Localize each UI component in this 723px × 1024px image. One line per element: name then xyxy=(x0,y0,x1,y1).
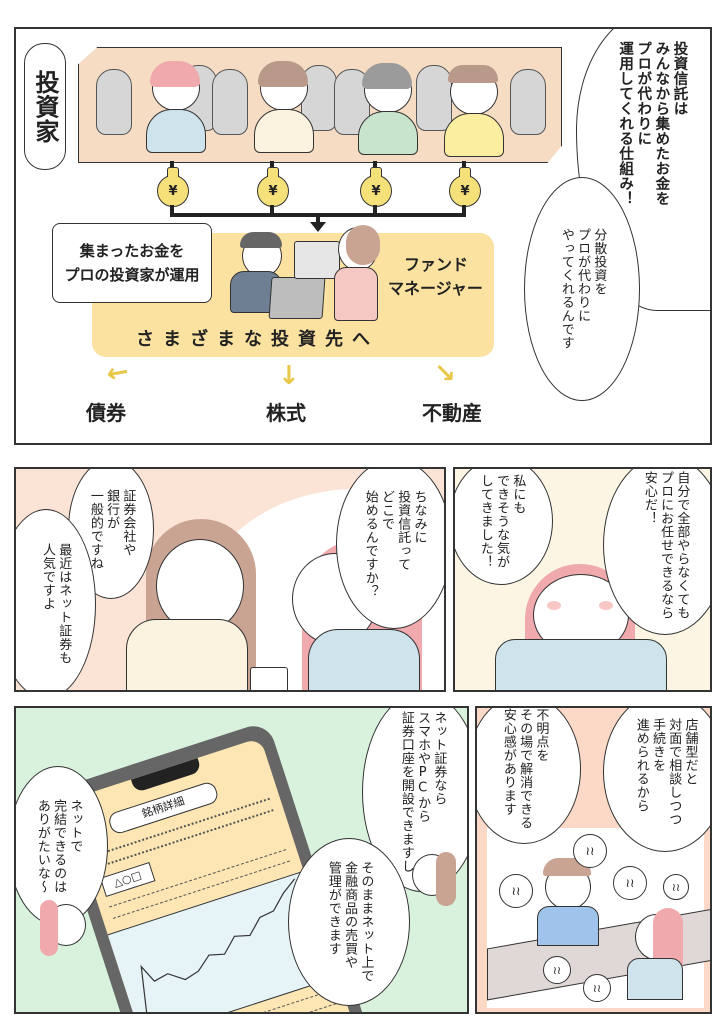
flow-line xyxy=(270,205,274,215)
panel-in-store: ≀≀ ≀≀ ≀≀ ≀≀ ≀≀ ≀≀ 店舗型だと 対面で相談しつつ 手続きを 進め… xyxy=(475,706,712,1014)
flow-line-down xyxy=(316,213,320,227)
laptop-screen-icon xyxy=(294,241,340,279)
speech-bubble-sub: 分散投資を プロが代わりに やってくれるんです xyxy=(524,177,640,401)
arrow-to-stocks-icon: ↓ xyxy=(278,361,300,391)
chatter-bubble: ≀≀ xyxy=(499,874,533,908)
investor-label: 投資家 xyxy=(24,43,66,170)
fund-manager-woman-body xyxy=(334,267,378,321)
speech-text-main: 投資信託は みんなから集めたお金を プロが代わりに 運用してくれる仕組み！ xyxy=(617,41,688,206)
collected-money-note-line2: プロの投資家が運用 xyxy=(64,266,200,284)
speech-bubble-confident: 私にも できそうな気が してきました！ xyxy=(455,469,553,585)
investor-elderly xyxy=(356,63,418,155)
speech-text-relieved: 自分で全部やらなくても プロにお任せできるなら 安心だ！ xyxy=(641,470,690,620)
flow-line xyxy=(170,205,174,215)
stock-price-line xyxy=(140,878,296,1012)
panel-where-to-start: ちなみに 投資信託って どこで 始めるんですか？ 証券会社や 銀行が 一般的です… xyxy=(14,467,446,692)
fund-manager-label-line2: マネージャー xyxy=(388,279,483,298)
chatter-bubble: ≀≀ xyxy=(613,866,647,900)
flow-line xyxy=(373,205,377,215)
fund-manager-man-hair xyxy=(240,232,282,248)
speech-text-online-2: そのままネット上で 金融商品の売買や 管理ができます xyxy=(325,861,374,983)
laptop-icon xyxy=(268,277,326,319)
advisor-body xyxy=(126,619,248,690)
speech-text-store-2: 不明点を その場で解消できる 安心感があります xyxy=(500,708,549,830)
client-body xyxy=(627,958,683,1000)
panel-online-broker: 銘柄詳細 △○□ ネット証券なら スマホやPCから 証券口座を開設できますし そ… xyxy=(14,706,469,1014)
target-stocks: 株式 xyxy=(266,397,306,443)
speech-bubble-store-2: 不明点を その場で解消できる 安心感があります xyxy=(477,708,581,844)
yen-bag-icon: ¥ xyxy=(449,167,481,207)
smartphone-screen: 銘柄詳細 △○□ xyxy=(64,737,357,1012)
speech-text-answer-1: 証券会社や 銀行が 一般的ですね xyxy=(87,488,136,570)
speech-bubble-relieved: 自分で全部やらなくても プロにお任せできるなら 安心だ！ xyxy=(603,469,710,635)
client-body-praying xyxy=(495,639,667,690)
chatter-bubble: ≀≀ xyxy=(573,834,607,868)
speech-text-online-1: ネット証券なら スマホやPCから 証券口座を開設できますし xyxy=(398,711,447,873)
smartphone: 銘柄詳細 △○□ xyxy=(48,720,370,1012)
blush xyxy=(547,601,561,610)
panel-relieved: 自分で全部やらなくても プロにお任せできるなら 安心だ！ 私にも できそうな気が… xyxy=(453,467,712,692)
various-targets-label: さまざまな投資先へ xyxy=(136,329,379,350)
chatter-bubble: ≀≀ xyxy=(663,874,689,900)
blush xyxy=(599,601,613,610)
target-bonds: 債券 xyxy=(86,397,126,443)
collected-money-note: 集まったお金を プロの投資家が運用 xyxy=(52,223,212,303)
phone-header-pill: 銘柄詳細 xyxy=(106,780,220,836)
advisor-face xyxy=(156,539,244,633)
arrow-to-real-estate-icon: ↘ xyxy=(434,359,456,389)
speech-text-answer-2: 最近はネット証券も 人気ですよ xyxy=(40,543,72,665)
fund-manager-label-line1: ファンド xyxy=(404,255,469,274)
client-body xyxy=(308,629,420,690)
flow-line xyxy=(462,205,466,215)
speech-bubble-grateful: ネットで 完結できるのは ありがたいな〜 xyxy=(16,766,108,926)
speech-text-confident: 私にも できそうな気が してきました！ xyxy=(477,473,526,569)
phone-icons-box: △○□ xyxy=(99,861,156,898)
coffee-cup-icon xyxy=(250,667,288,690)
fund-manager-label: ファンド マネージャー xyxy=(388,253,483,301)
speech-text-store-1: 店舗型だと 対面で相談しつつ 手続きを 進められるから xyxy=(633,718,698,826)
panel-investment-trust-overview: 投資家 ¥ ¥ ¥ ¥ 集まったお xyxy=(14,27,712,445)
investor-pink-hair xyxy=(144,61,206,153)
investor-silhouette xyxy=(416,65,452,131)
arrow-to-bonds-icon: ↙ xyxy=(99,355,135,393)
investor-man xyxy=(442,65,504,157)
speech-text-sub: 分散投資を プロが代わりに やってくれるんです xyxy=(558,228,607,350)
speech-bubble-online-2: そのままネット上で 金融商品の売買や 管理ができます xyxy=(288,838,410,1006)
yen-bag-icon: ¥ xyxy=(157,167,189,207)
fund-manager-woman-hair xyxy=(346,225,380,265)
advisor-mini-hair xyxy=(436,852,456,906)
target-real-estate: 不動産 xyxy=(422,397,482,443)
chatter-bubble: ≀≀ xyxy=(583,974,611,1002)
yen-bag-icon: ¥ xyxy=(360,167,392,207)
staff-uniform xyxy=(537,906,599,946)
speech-text-question: ちなみに 投資信託って どこで 始めるんですか？ xyxy=(362,490,427,598)
arrow-down-icon xyxy=(310,222,326,232)
speech-text-grateful: ネットで 完結できるのは ありがたいな〜 xyxy=(34,798,83,894)
investor-brown-hair xyxy=(252,61,314,153)
stock-chart xyxy=(107,870,339,1012)
investor-silhouette xyxy=(96,69,132,135)
investor-silhouette xyxy=(212,69,248,135)
collected-money-note-line1: 集まったお金を xyxy=(79,242,185,260)
investor-silhouette xyxy=(510,69,546,135)
speech-bubble-store-1: 店舗型だと 対面で相談しつつ 手続きを 進められるから xyxy=(603,708,710,852)
speech-bubble-question: ちなみに 投資信託って どこで 始めるんですか？ xyxy=(336,469,444,629)
chatter-bubble: ≀≀ xyxy=(543,956,571,984)
yen-bag-icon: ¥ xyxy=(257,167,289,207)
client-mini-hair xyxy=(40,900,58,956)
